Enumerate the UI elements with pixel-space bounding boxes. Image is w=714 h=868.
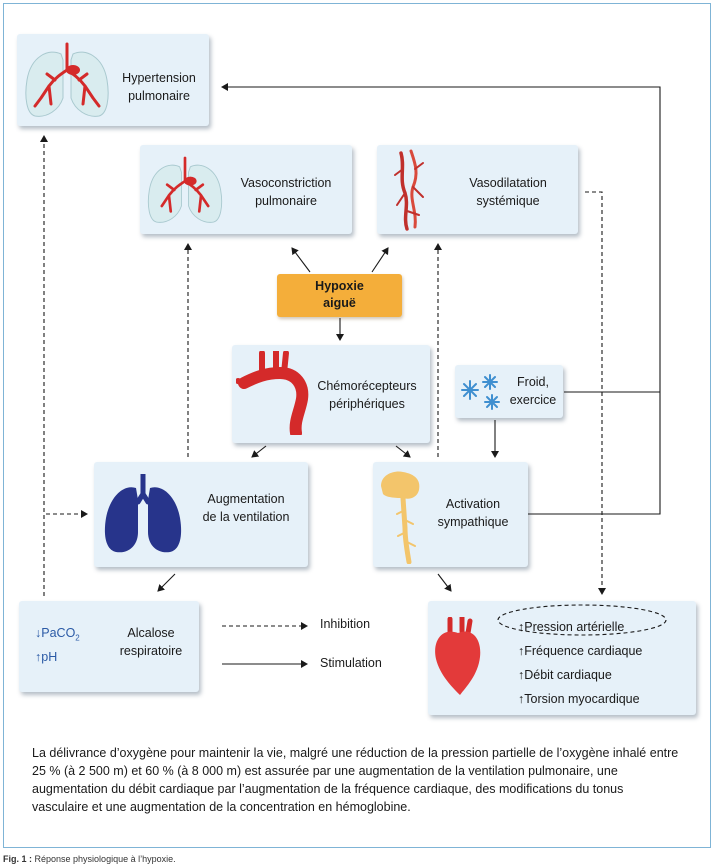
cardiac-item-text: Débit cardiaque [524, 668, 612, 682]
node-alcalose-respiratoire: ↓PaCO2 ↑pH Alcalose respiratoire [19, 601, 199, 692]
heart-icon [435, 617, 481, 695]
froid-line1: Froid, [517, 375, 549, 389]
alcalose-line2: respiratoire [119, 644, 183, 658]
cardiac-item-text: Pression artérielle [524, 620, 625, 634]
sympathique-line2: sympathique [437, 515, 509, 529]
node-hypoxie-aigue: Hypoxie aiguë [277, 274, 402, 317]
up-arrow-icon: ↑ [518, 668, 525, 682]
alcalose-line1: Alcalose [127, 626, 175, 640]
ph-label: pH [41, 649, 58, 664]
node-froid-exercice: Froid, exercice [455, 365, 563, 418]
ventilation-line2: de la ventilation [202, 510, 290, 524]
hypertension-line2: pulmonaire [128, 89, 190, 103]
figure-label: Fig. 1 : Réponse physiologique à l’hypox… [3, 854, 176, 864]
figure-title: Réponse physiologique à l’hypoxie. [34, 854, 176, 864]
paco2-subscript: 2 [75, 633, 80, 643]
paco2-label: PaCO [41, 626, 76, 640]
lungs-icon [104, 474, 182, 553]
vasoconstriction-line1: Vasoconstriction [240, 176, 332, 190]
hypoxie-line2: aiguë [323, 296, 356, 310]
cardiac-item-frequence: ↑Fréquence cardiaque [518, 639, 642, 663]
paco2-arrow-icon: ↓ [35, 626, 42, 640]
cardiac-item-debit: ↑Débit cardiaque [518, 663, 642, 687]
aorta-carotid-icon [236, 351, 309, 435]
brain-spinal-cord-icon [381, 471, 420, 564]
cardiac-item-text: Torsion myocardique [524, 692, 640, 706]
vasoconstriction-line2: pulmonaire [255, 194, 317, 208]
cardiac-item-torsion: ↑Torsion myocardique [518, 687, 642, 711]
cardiac-item-text: Fréquence cardiaque [524, 644, 643, 658]
cardiac-effects-list: ↑Pression artérielle ↑Fréquence cardiaqu… [518, 615, 642, 711]
node-hypertension-pulmonaire: Hypertension pulmonaire [17, 34, 209, 126]
up-arrow-icon: ↑ [518, 692, 525, 706]
blood-vessels-icon [394, 149, 424, 231]
node-augmentation-ventilation: Augmentation de la ventilation [94, 462, 308, 567]
vasodilatation-line2: systémique [476, 194, 540, 208]
chemorecepteurs-line2: périphériques [329, 397, 405, 411]
node-vasoconstriction-pulmonaire: Vasoconstriction pulmonaire [140, 145, 352, 234]
lungs-vessels-icon [147, 156, 223, 223]
node-vasodilatation-systemique: Vasodilatation systémique [377, 145, 578, 234]
legend-inhibition-label: Inhibition [320, 617, 371, 631]
lungs-vessels-icon [25, 42, 109, 117]
up-arrow-icon: ↑ [518, 644, 525, 658]
chemorecepteurs-line1: Chémorécepteurs [317, 379, 417, 393]
hypertension-line1: Hypertension [122, 71, 196, 85]
cardiac-item-pression: ↑Pression artérielle [518, 615, 642, 639]
figure-number: Fig. 1 : [3, 854, 32, 864]
hypoxie-line1: Hypoxie [315, 279, 364, 293]
legend-stimulation-label: Stimulation [320, 656, 382, 670]
froid-line2: exercice [509, 393, 557, 407]
ventilation-line1: Augmentation [207, 492, 285, 506]
node-chemorecepteurs-peripheriques: Chémorécepteurs périphériques [232, 345, 430, 443]
vasodilatation-line1: Vasodilatation [469, 176, 547, 190]
sympathique-line1: Activation [445, 497, 501, 511]
snowflake-icon [461, 374, 500, 410]
node-activation-sympathique: Activation sympathique [373, 462, 528, 567]
figure-caption: La délivrance d’oxygène pour maintenir l… [32, 746, 679, 814]
ph-arrow-icon: ↑ [35, 649, 42, 664]
